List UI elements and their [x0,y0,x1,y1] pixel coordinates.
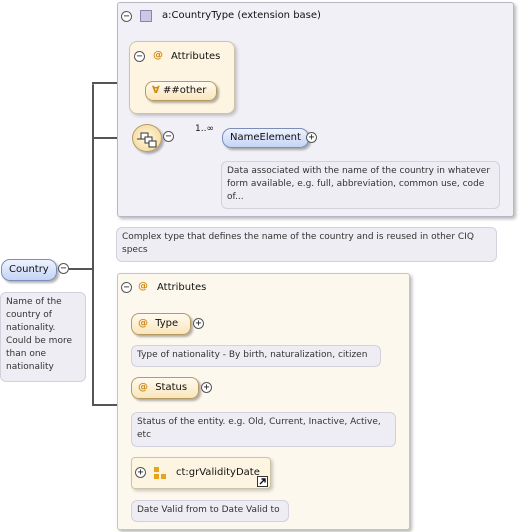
validity-date-group-node[interactable] [131,457,271,489]
type-attribute-icon: @ [138,318,148,329]
name-element-note: Data associated with the name of the cou… [221,161,500,209]
element-multiplicity: 1..∞ [195,124,214,134]
status-note: Status of the entity. e.g. Old, Current,… [131,412,396,447]
attribute-at-icon: @ [153,50,163,61]
validity-date-group-label: ct:grValidityDate [176,467,260,478]
validity-date-expand-button[interactable]: + [135,467,146,478]
any-attribute-label: ##other [162,85,207,96]
connector-trunk [92,84,94,406]
status-attribute-label: Status [155,382,188,393]
complex-type-note: Complex type that defines the name of th… [116,227,497,262]
any-attribute-icon: ∀ [152,85,160,96]
attribute-group-icon [154,467,166,479]
connector-to-sequence [92,137,132,139]
type-note: Type of nationality - By birth, naturali… [131,345,381,367]
name-element-expand-button[interactable]: + [306,132,317,143]
complex-type-collapse-button[interactable]: − [121,11,132,22]
country-element-node[interactable]: Country [1,259,57,281]
country-collapse-button[interactable]: − [58,263,69,274]
name-element-node[interactable]: NameElement [222,128,309,148]
inherited-attributes-label: Attributes [171,51,221,62]
attributes-panel [117,273,410,530]
any-attribute-node[interactable]: ∀ ##other [145,81,217,101]
connector-to-attributes-top [92,82,136,84]
country-note: Name of the country of nationality. Coul… [0,292,86,382]
sequence-collapse-button[interactable]: − [163,131,174,142]
status-attribute-icon: @ [138,382,148,393]
status-expand-button[interactable]: + [201,382,212,393]
attributes-collapse-button[interactable]: − [121,282,132,293]
type-expand-button[interactable]: + [193,318,204,329]
validity-date-note: Date Valid from to Date Valid to [131,500,289,522]
type-attribute-node[interactable]: @ Type [131,313,191,335]
complex-type-title: a:CountryType (extension base) [162,10,321,21]
connector-root [69,268,93,270]
sequence-compositor-icon[interactable] [132,124,162,152]
shortcut-arrow-icon[interactable] [257,476,268,487]
status-attribute-node[interactable]: @ Status [131,377,199,399]
type-attribute-label: Type [155,318,179,329]
inherited-attributes-collapse-button[interactable]: − [134,51,145,62]
complex-type-icon [140,10,152,22]
sequence-icon [137,132,157,148]
attributes-at-icon: @ [138,281,148,292]
connector-to-attributes-bottom [92,404,124,406]
inherited-attributes-box [129,41,235,114]
attributes-label: Attributes [157,282,207,293]
